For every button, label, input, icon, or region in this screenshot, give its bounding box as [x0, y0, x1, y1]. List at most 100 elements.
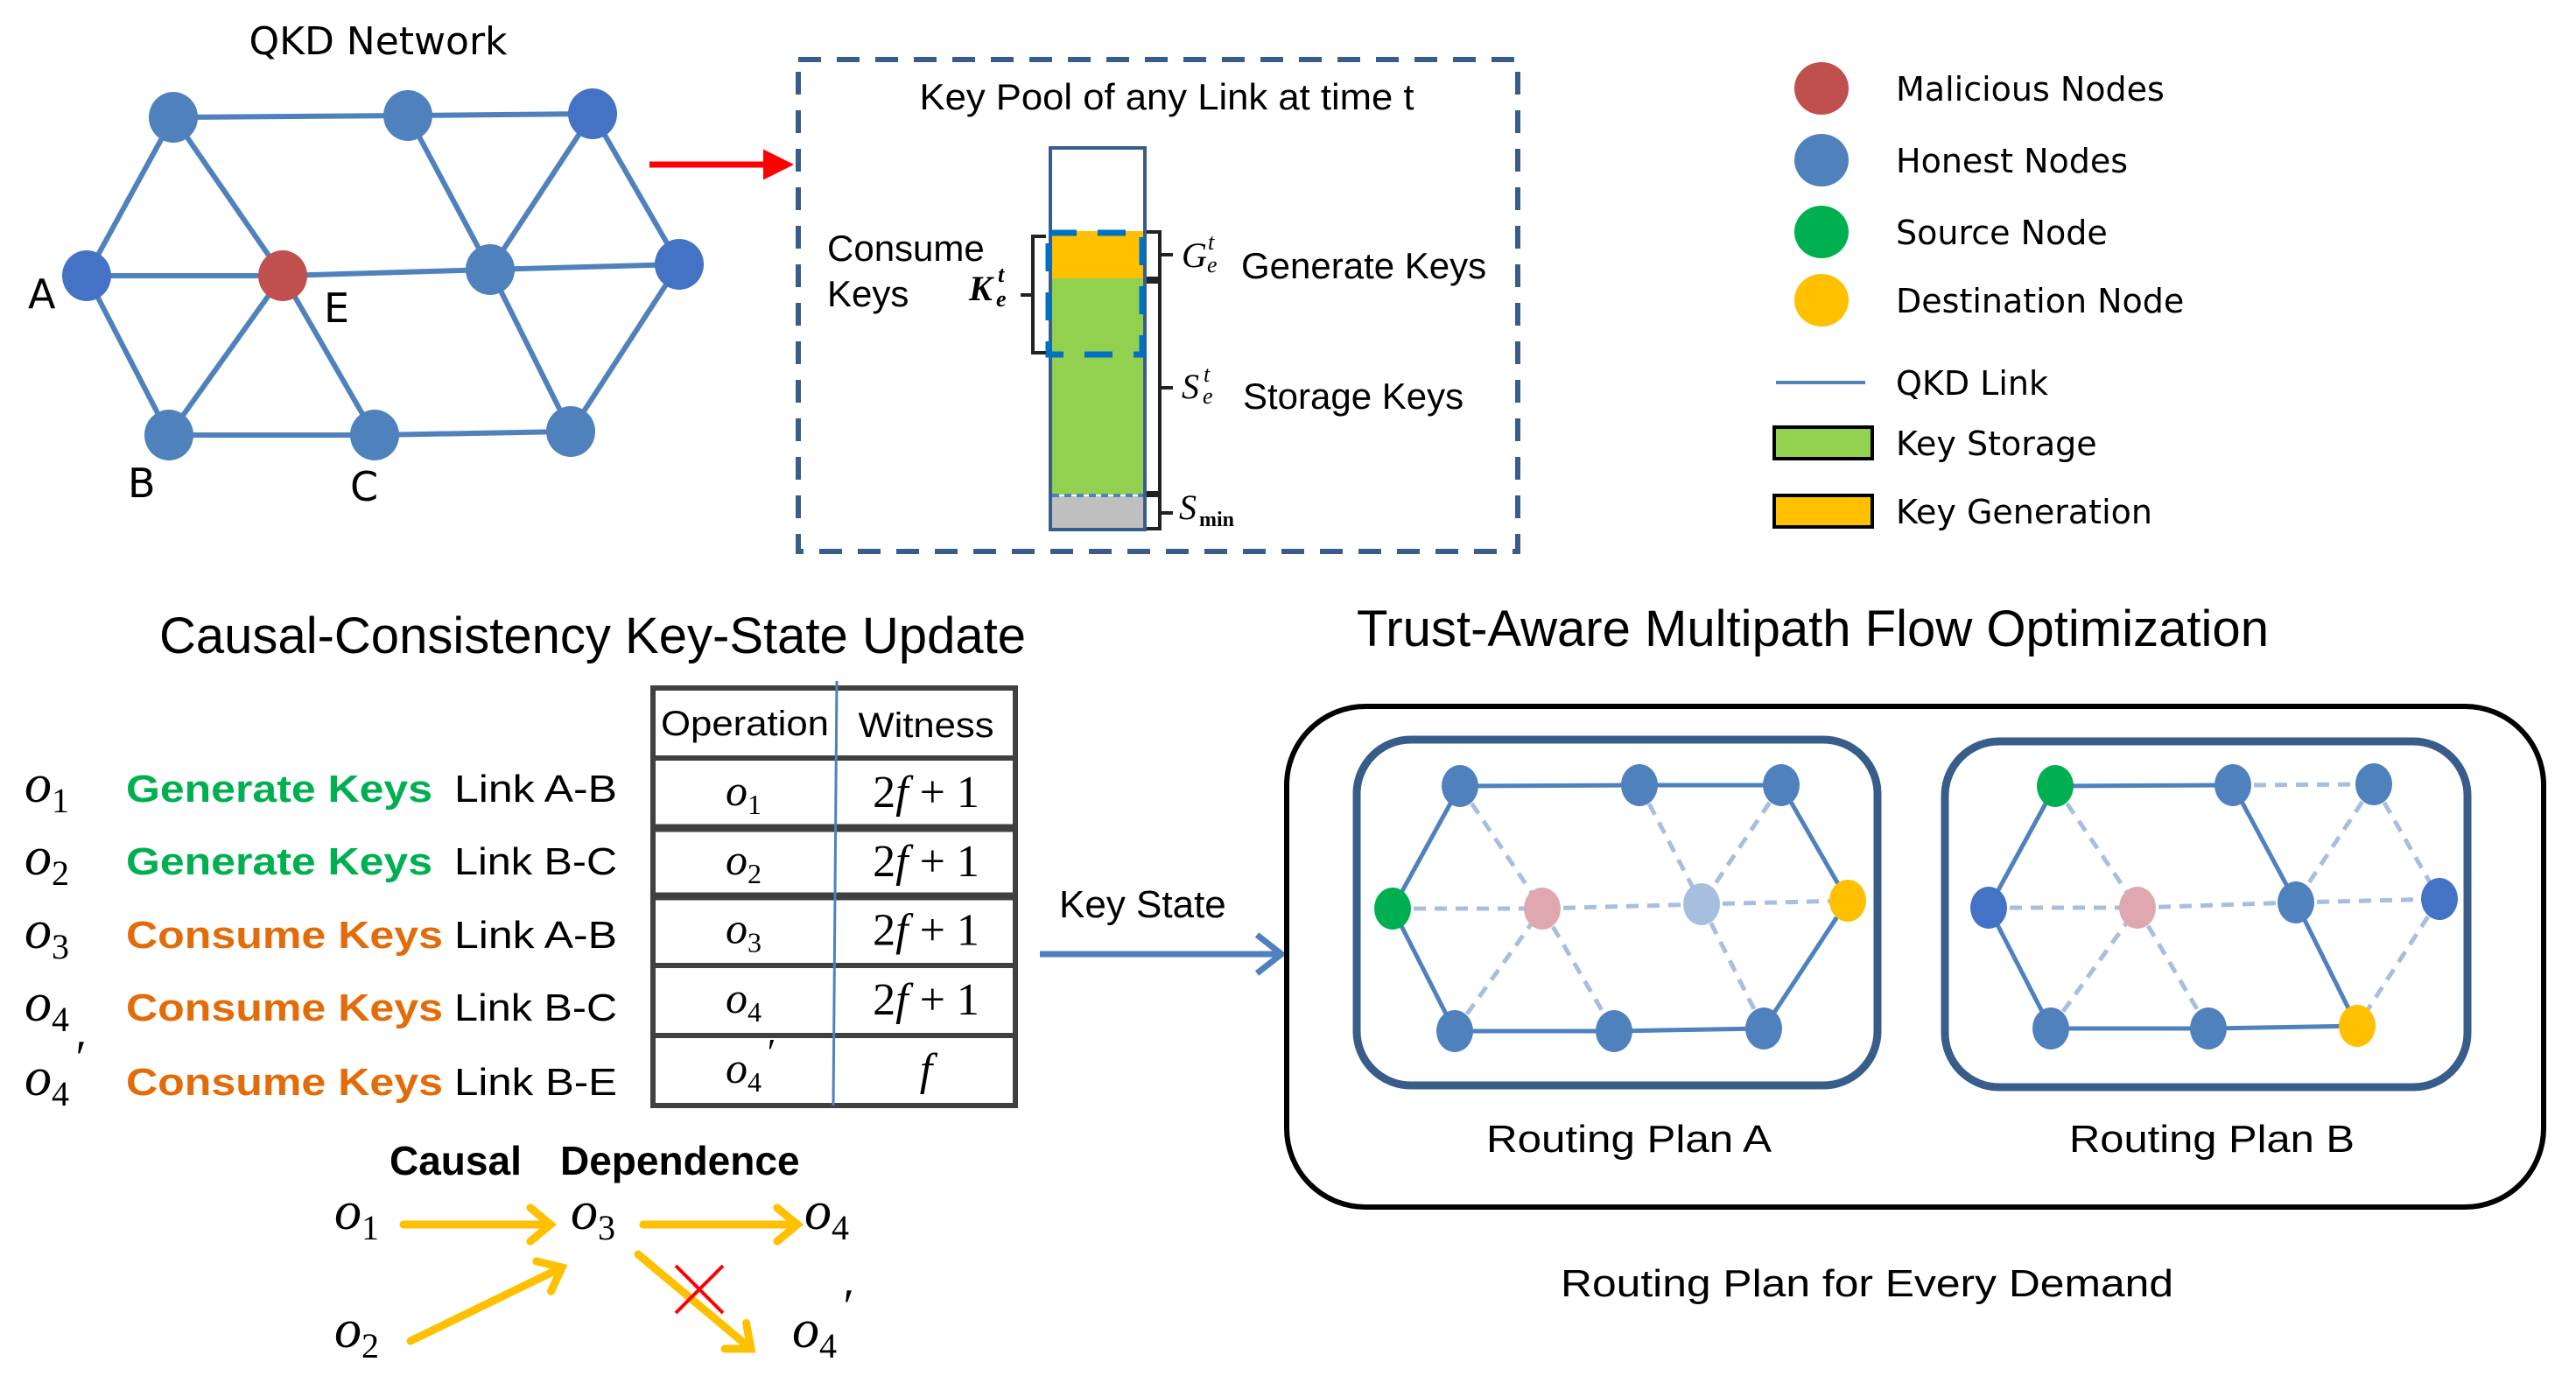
malicious_faded-node	[1524, 888, 1561, 930]
active-route-link	[1390, 784, 1463, 910]
routing-plans-container	[1284, 704, 2546, 1210]
unused-link	[2232, 782, 2375, 788]
table-column-divider	[832, 680, 839, 1106]
qkd-links	[84, 111, 682, 438]
operation-symbol: o4	[25, 973, 69, 1039]
legend-swatch-circle	[1794, 62, 1849, 115]
malicious-node	[258, 250, 307, 301]
table-cell-witness: 2f + 1	[873, 906, 979, 956]
active-route-link	[1761, 899, 1850, 1030]
qkd-link	[488, 268, 573, 433]
unused-link	[1540, 907, 1617, 1033]
active-route-link	[1986, 906, 2053, 1030]
legend-swatch-rect	[1772, 425, 1874, 460]
active-route-link	[1613, 1026, 1765, 1034]
routing-plan-label: Routing Plan B	[2069, 1118, 2355, 1161]
table-header-witness: Witness	[859, 706, 994, 745]
optimization-panel: Trust-Aware Multipath Flow Optimization …	[1284, 600, 2546, 1305]
svg-text:t: t	[1204, 362, 1211, 387]
svg-text:K: K	[968, 269, 994, 308]
operation-symbol: o4′	[25, 1031, 84, 1113]
s-symbol: S t e	[1182, 362, 1213, 409]
legend-label: QKD Link	[1896, 364, 2048, 403]
operation-row: o4 Consume Keys Link B-C	[25, 973, 617, 1039]
legend-swatch-circle	[1794, 206, 1849, 258]
active-route-link	[2293, 901, 2360, 1028]
causal-dependence-title-2: Dependence	[560, 1138, 800, 1183]
malicious_faded-node	[2119, 887, 2156, 929]
operation-link: Link B-C	[454, 986, 617, 1029]
qkd-link	[568, 263, 682, 433]
legend-label: Key Generation	[1896, 493, 2152, 531]
qkd-link	[405, 114, 493, 271]
generate-brace	[1147, 230, 1173, 280]
destination-node	[2339, 1005, 2376, 1047]
qkd-link	[280, 274, 377, 437]
honest-node	[2355, 763, 2392, 805]
unused-link	[2355, 897, 2442, 1028]
legend-item: Honest Nodes	[1794, 134, 2128, 186]
legend-item: QKD Link	[1776, 364, 2048, 403]
operation-symbol: o1	[25, 755, 69, 820]
operation-row: o4′ Consume Keys Link B-E	[25, 1031, 617, 1113]
source-node	[2037, 765, 2074, 807]
operation-action: Consume Keys	[126, 986, 443, 1029]
consume-window	[1045, 229, 1146, 358]
honest-node	[1745, 1007, 1782, 1050]
node-label-e: E	[324, 284, 349, 332]
dependence-arrow	[399, 1204, 558, 1246]
optimization-title: Trust-Aware Multipath Flow Optimization	[1357, 600, 2269, 657]
reserve-brace	[1147, 494, 1173, 530]
operation-link: Link B-C	[454, 840, 617, 883]
qkd-nodes	[62, 88, 704, 460]
key-pool-frame	[796, 57, 1520, 554]
operation-link: Link B-E	[454, 1061, 617, 1104]
table-cell-witness: 2f + 1	[873, 768, 979, 818]
honest-node	[62, 250, 111, 301]
legend-swatch-rect	[1772, 494, 1874, 529]
dependence-node-o2: o2	[334, 1300, 379, 1365]
dependence-node-o3: o3	[571, 1182, 615, 1247]
routing-plan-frame	[1941, 737, 2472, 1092]
qkd-network-panel: QKD Network A E B C	[28, 19, 704, 510]
honest-node	[1442, 765, 1478, 807]
honest-node	[466, 244, 515, 295]
unused-link	[2053, 784, 2140, 909]
causal-section-title: Causal-Consistency Key-State Update	[159, 607, 1026, 664]
qkd-link	[489, 262, 680, 272]
svg-text:t: t	[998, 262, 1005, 287]
svg-text:e: e	[1207, 252, 1218, 277]
node-label-b: B	[128, 460, 156, 507]
dependence-arrow	[639, 1204, 804, 1246]
operation-action: Consume Keys	[126, 1061, 443, 1104]
generate-keys-label: Generate Keys	[1241, 245, 1486, 286]
qkd-link	[84, 274, 172, 437]
legend-item: Source Node	[1794, 206, 2108, 258]
minimum-reserve-segment	[1052, 496, 1143, 528]
active-route-link	[1986, 784, 2058, 909]
stored-keys-segment	[1052, 278, 1143, 495]
unused-link	[2293, 783, 2376, 904]
svg-text:G: G	[1182, 235, 1207, 275]
qkd-link	[407, 111, 593, 118]
svg-text:min: min	[1199, 509, 1234, 531]
unused-link	[2371, 783, 2442, 901]
unused-link	[1452, 907, 1545, 1033]
node-label-c: C	[350, 463, 378, 510]
unused-link	[2048, 906, 2140, 1030]
dependence-arrow	[406, 1257, 568, 1345]
operation-action: Generate Keys	[126, 768, 432, 811]
dependence-node-o4p: o4′	[792, 1280, 852, 1365]
honest_dark-node	[2421, 878, 2458, 920]
honest-node	[1436, 1010, 1473, 1052]
qkd-link	[171, 116, 285, 277]
key-state-arrowhead	[1254, 932, 1287, 976]
active-route-link	[1779, 783, 1850, 902]
